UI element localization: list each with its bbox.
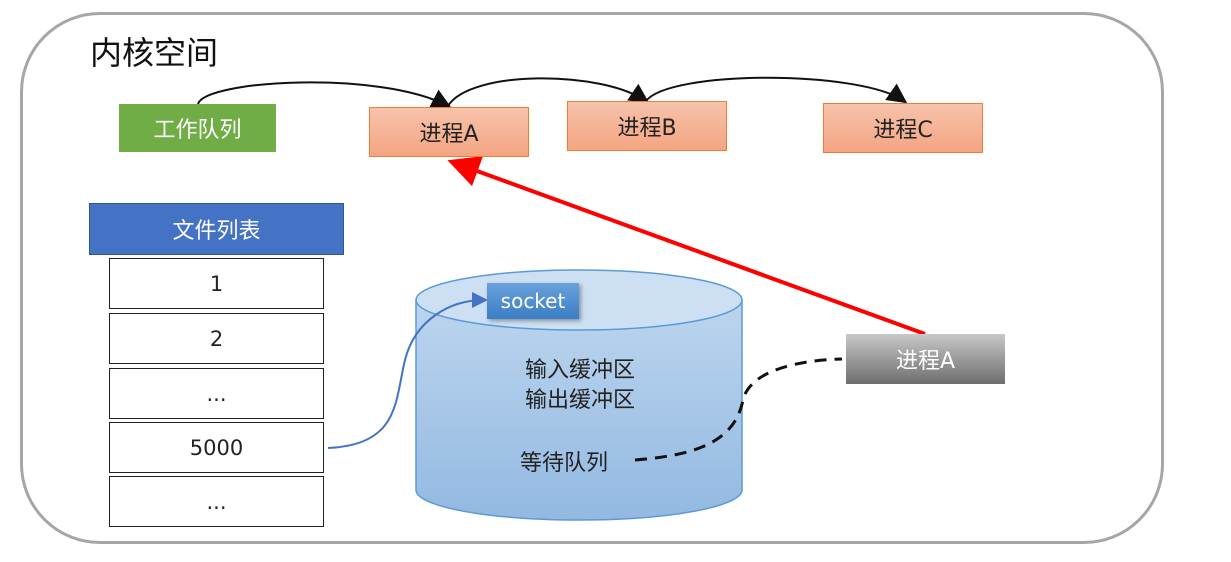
file-descriptor: 5000 (189, 435, 244, 460)
file-list-header-label: 文件列表 (172, 219, 261, 244)
file-list-row: ... (109, 476, 324, 527)
file-list-header: 文件列表 (89, 203, 344, 255)
work-queue-label: 工作队列 (153, 118, 242, 143)
file-list-row: 1 (109, 258, 324, 309)
blocked-process-label: 进程A (895, 349, 956, 374)
socket-label: socket (500, 289, 566, 313)
process-box-a: 进程A (369, 107, 529, 157)
fd-to-socket-arrow (327, 292, 488, 449)
process-label: 进程B (617, 116, 677, 141)
file-descriptor: 1 (209, 271, 224, 296)
wakeup-arrow (447, 156, 926, 336)
socket-label-box: socket (487, 283, 579, 319)
kernel-space-frame (20, 12, 1164, 544)
process-box-c: 进程C (823, 103, 983, 153)
wait-queue-link (634, 357, 843, 462)
queue-link-arrow (447, 77, 650, 107)
file-list-row: 5000 (109, 422, 324, 473)
kernel-space-title: 内核空间 (90, 34, 219, 72)
process-box-b: 进程B (567, 101, 727, 151)
process-label: 进程A (419, 122, 479, 147)
queue-link-arrow (645, 76, 908, 104)
socket-cylinder-top (415, 269, 743, 331)
work-queue-box: 工作队列 (119, 104, 276, 152)
output-buffer-label: 输出缓冲区 (524, 388, 635, 413)
queue-link-arrow (197, 81, 452, 108)
input-buffer-label: 输入缓冲区 (524, 358, 635, 383)
file-list-row: ... (109, 368, 324, 419)
file-descriptor: ... (206, 381, 227, 406)
process-label: 进程C (873, 118, 933, 143)
socket-cylinder-body (415, 300, 743, 521)
file-list-row: 2 (109, 313, 324, 364)
file-descriptor: 2 (209, 326, 224, 351)
wait-queue-label: 等待队列 (520, 451, 609, 476)
blocked-process-box: 进程A (846, 334, 1005, 384)
file-descriptor: ... (206, 489, 227, 514)
